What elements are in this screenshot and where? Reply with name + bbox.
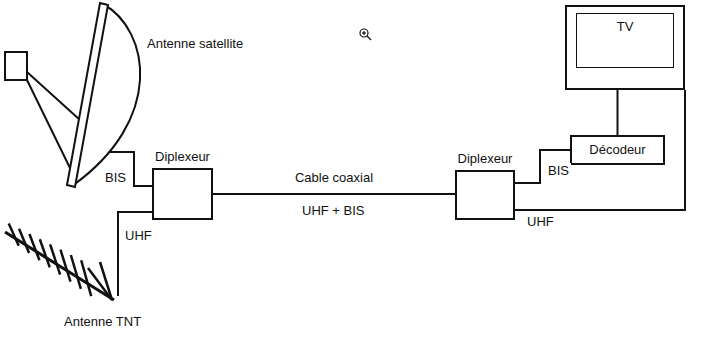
antenna-name: Antenne TNT	[62, 314, 143, 330]
yagi-element	[40, 239, 50, 267]
box-heading: Diplexeur	[458, 151, 513, 167]
cable-connector	[515, 150, 570, 183]
signal-name: BIS	[103, 170, 128, 186]
yagi-element	[29, 234, 39, 260]
yagi-reflector	[88, 268, 112, 300]
box-label: Décodeur	[589, 142, 645, 158]
zoom-icon	[360, 29, 371, 40]
uhf-wire	[118, 212, 152, 296]
lnb-arm	[27, 72, 80, 120]
yagi-element	[71, 255, 81, 289]
cable-connector	[213, 193, 455, 195]
box-label: TV	[617, 19, 634, 35]
cable-connector	[617, 90, 619, 135]
diplexer-box: Diplexeur	[455, 170, 515, 220]
edge-label: BIS	[546, 163, 571, 179]
lnb-arm	[27, 80, 70, 168]
yagi-element	[50, 244, 60, 274]
decoder-box: Décodeur	[570, 135, 665, 165]
box-heading: Diplexeur	[155, 149, 210, 165]
edge-label: Cable coaxial	[293, 170, 375, 186]
yagi-elements	[9, 223, 91, 296]
dish-curve	[72, 4, 140, 186]
bis-wire	[100, 152, 152, 186]
cable-connector	[515, 90, 685, 210]
yagi-reflector	[100, 262, 112, 300]
yagi-element	[81, 260, 91, 296]
yagi-element	[60, 250, 70, 282]
tv-box: TV	[565, 5, 685, 90]
dish-rim	[67, 3, 108, 187]
signal-name: UHF + BIS	[300, 203, 367, 219]
edge-label: UHF	[525, 214, 556, 230]
yagi-element	[19, 229, 29, 253]
lnb-box	[5, 52, 27, 80]
yagi-element	[9, 223, 19, 245]
yagi-boom	[5, 232, 114, 300]
antenna-name: Antenne satellite	[145, 36, 245, 52]
diplexer-box: Diplexeur	[152, 168, 213, 220]
signal-name: UHF	[123, 228, 154, 244]
